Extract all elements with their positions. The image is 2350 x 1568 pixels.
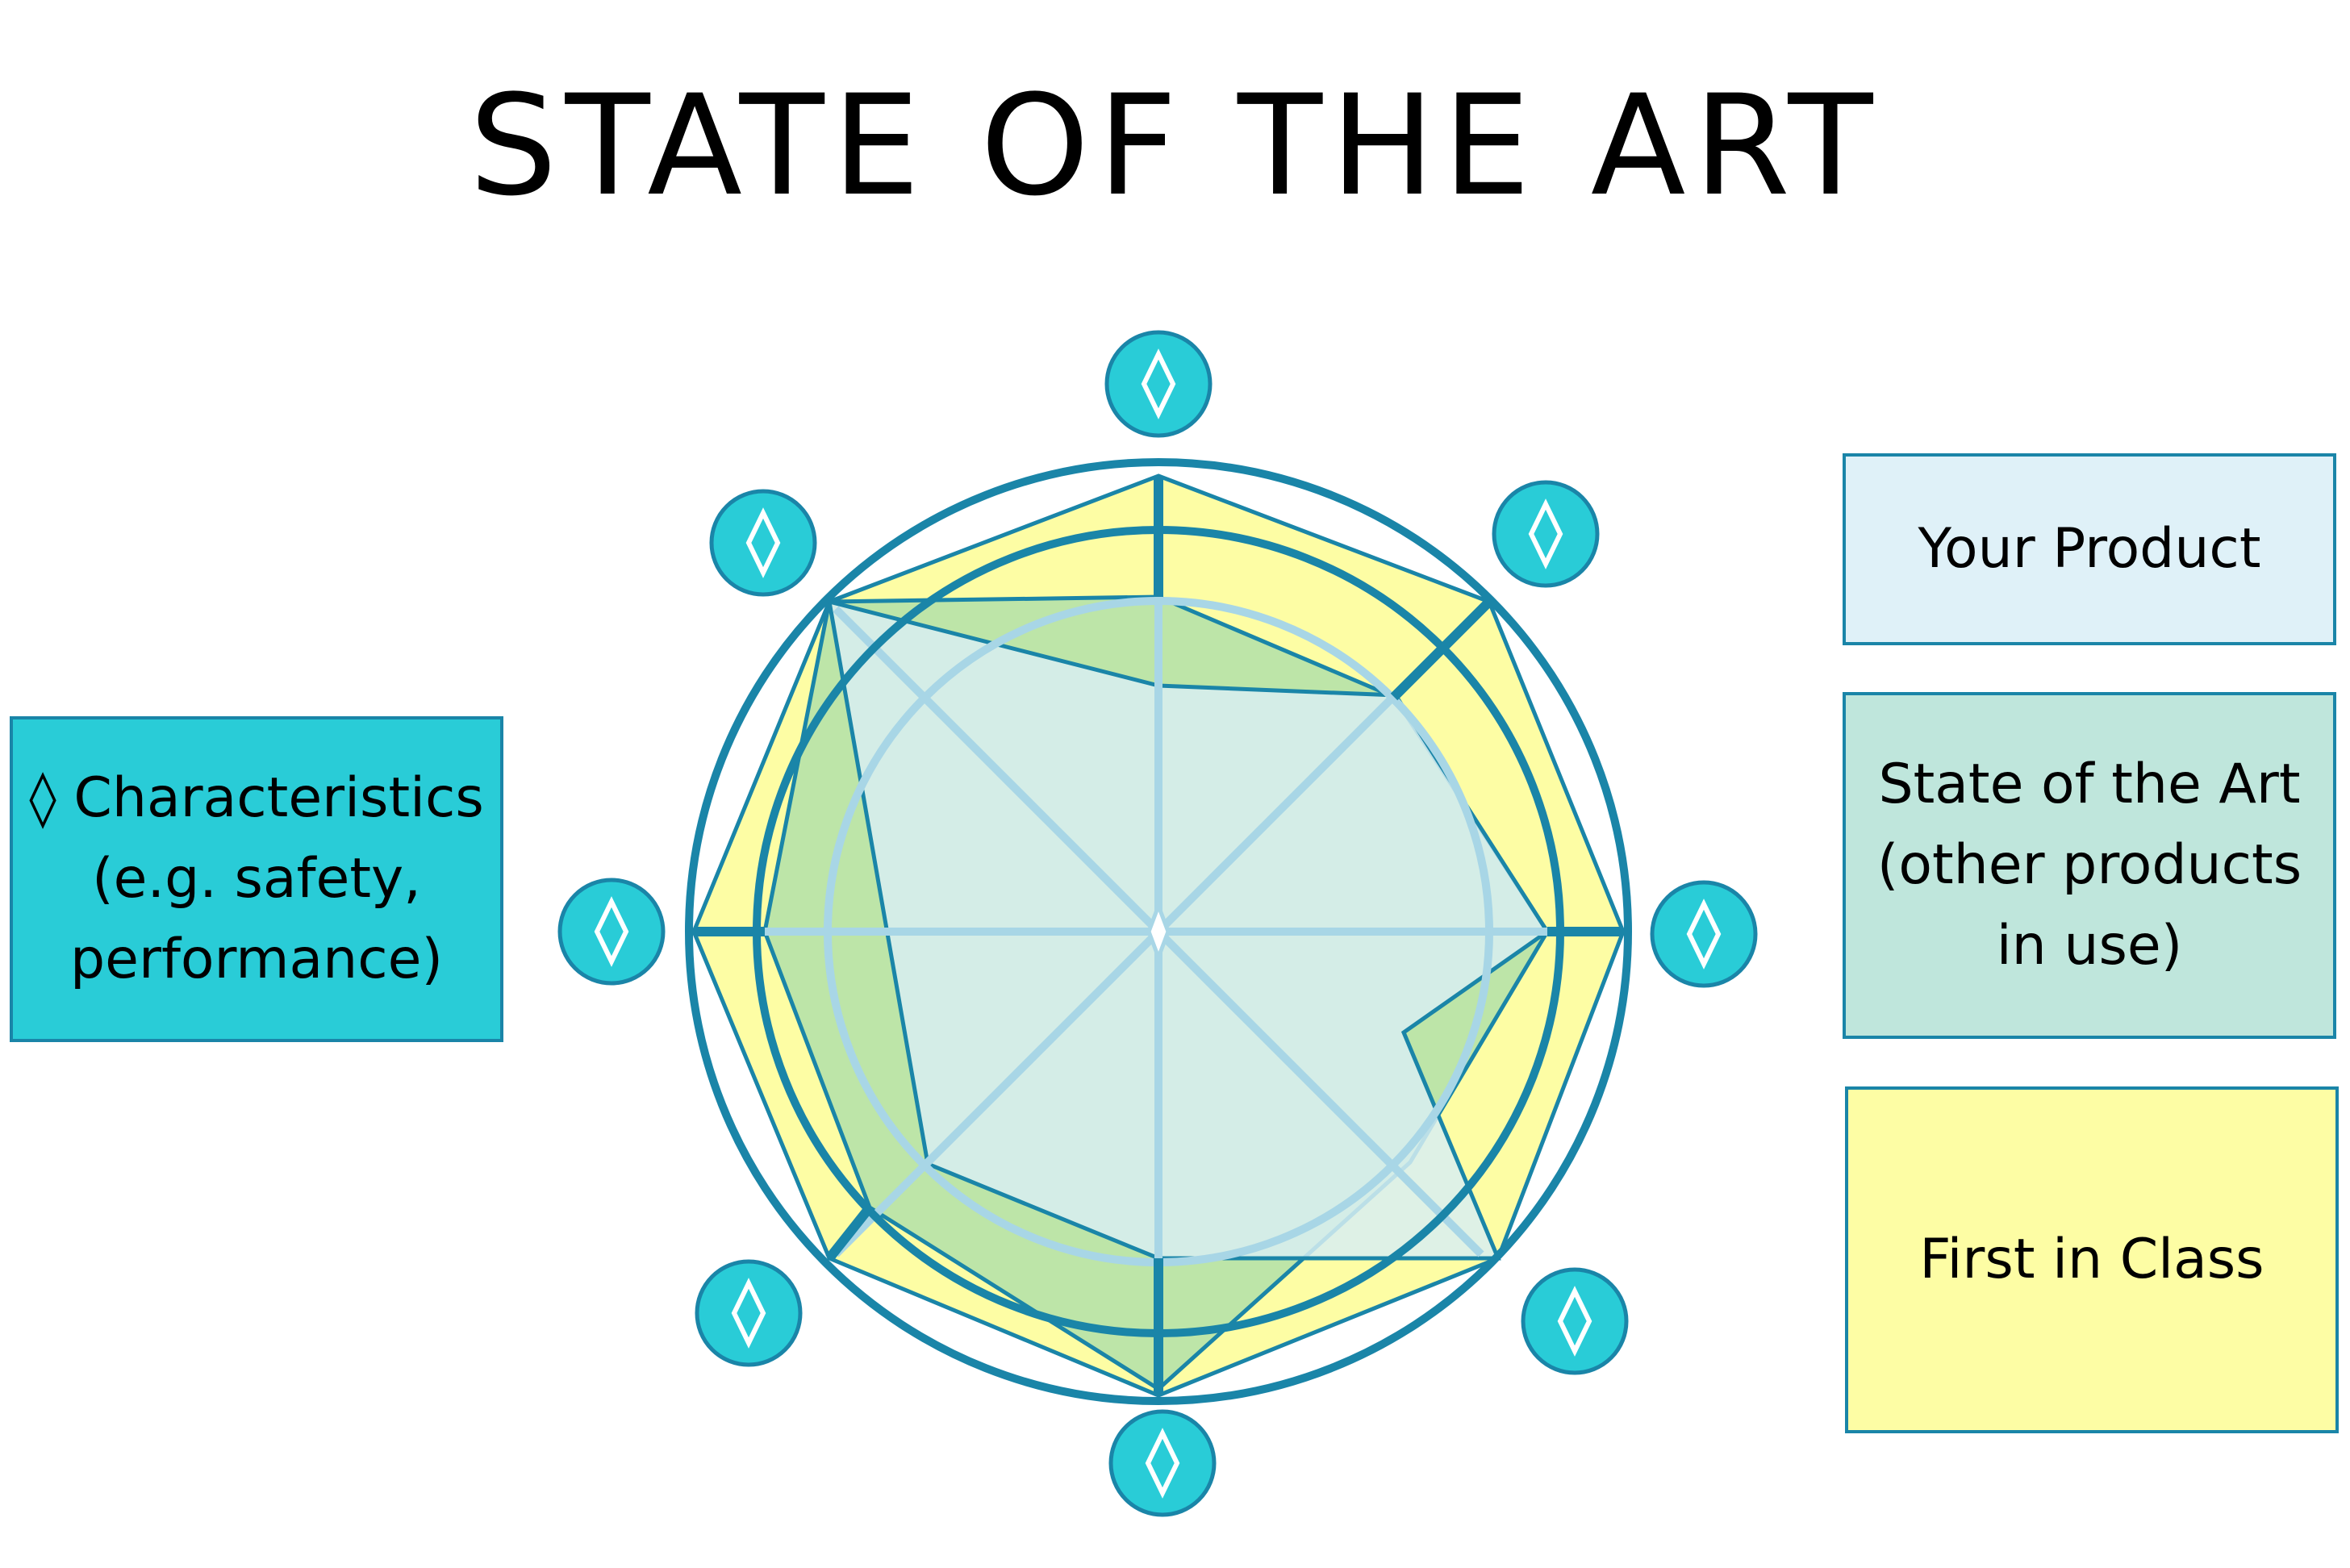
- diamond-icon: [1145, 1428, 1180, 1499]
- characteristics-label: ◊ Characteristics: [29, 766, 484, 830]
- center-diamond-icon: [1146, 899, 1171, 964]
- page-title: STATE OF THE ART: [469, 65, 1881, 227]
- axis-marker-right: [1650, 880, 1758, 988]
- axis-marker-top: [1104, 330, 1213, 438]
- axis-marker-top-right: [1492, 480, 1600, 588]
- characteristics-example-1: (e.g. safety,: [92, 847, 421, 911]
- axis-marker-bottom-left: [695, 1259, 803, 1367]
- axis-marker-left: [557, 878, 666, 986]
- characteristics-box: ◊ Characteristics (e.g. safety, performa…: [10, 716, 503, 1042]
- legend-state-of-art-label: State of the Art: [1878, 753, 2301, 816]
- diamond-icon: [594, 896, 629, 967]
- legend-state-of-art-sub-1: (other products: [1876, 833, 2302, 897]
- diamond-icon: [731, 1278, 766, 1349]
- legend-first-in-class-label: First in Class: [1919, 1228, 2264, 1291]
- diamond-icon: [745, 507, 781, 578]
- axis-marker-top-left: [709, 489, 817, 597]
- legend-your-product: Your Product: [1843, 453, 2336, 645]
- legend-your-product-label: Your Product: [1918, 517, 2261, 581]
- diamond-icon: [1557, 1286, 1592, 1357]
- axis-ticks: [694, 476, 1623, 1395]
- legend-first-in-class: First in Class: [1845, 1086, 2339, 1433]
- axis-marker-bottom: [1108, 1409, 1217, 1517]
- diamond-icon: [1141, 348, 1176, 419]
- legend-state-of-art: State of the Art (other products in use): [1843, 692, 2336, 1039]
- diamond-icon: [1528, 498, 1563, 569]
- diamond-icon: [1686, 899, 1722, 970]
- outer-ring: [685, 458, 1632, 1405]
- axis-marker-bottom-right: [1521, 1267, 1629, 1375]
- characteristics-example-2: performance): [69, 928, 444, 991]
- legend-state-of-art-sub-2: in use): [1996, 914, 2183, 978]
